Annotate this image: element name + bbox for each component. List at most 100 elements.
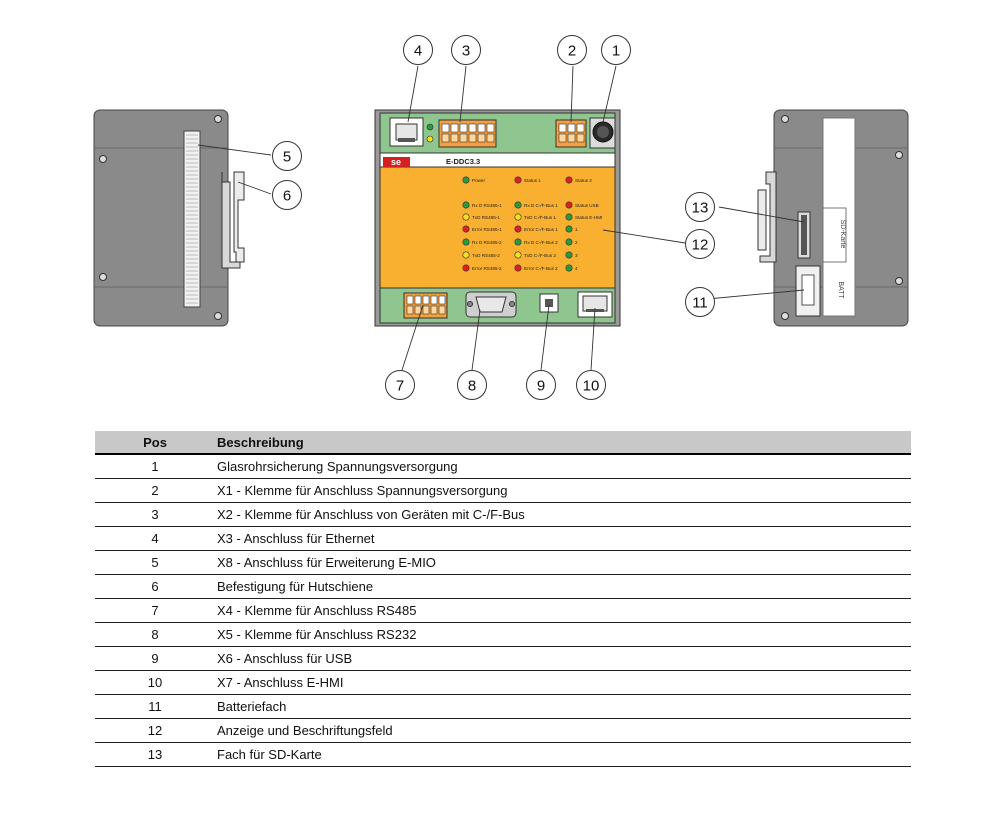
callout-number: 6	[283, 188, 291, 205]
led-indicator	[514, 251, 522, 259]
pos-cell: 2	[95, 478, 215, 503]
callout-circle-2	[557, 35, 587, 65]
led-indicator	[565, 238, 573, 246]
callout-circle-7	[385, 370, 415, 400]
led-indicator	[462, 201, 470, 209]
led-label: Rx D C-/F-Bus 2	[524, 240, 558, 245]
led-indicator	[514, 264, 522, 272]
led-label: 3	[575, 253, 578, 258]
description-cell: Anzeige und Beschriftungsfeld	[215, 718, 911, 743]
led-label: 4	[575, 266, 578, 271]
callout-circle-11	[685, 287, 715, 317]
led-indicator	[565, 251, 573, 259]
description-cell: X3 - Anschluss für Ethernet	[215, 526, 911, 551]
led-label: TxD RS485-2	[472, 253, 500, 258]
led-label: 1	[575, 227, 578, 232]
rs232-sub-d-connector	[465, 291, 517, 318]
rs485-terminal	[403, 292, 448, 319]
pos-cell: 6	[95, 574, 215, 599]
callout-number: 4	[414, 43, 422, 60]
description-cell: X4 - Klemme für Anschluss RS485	[215, 598, 911, 623]
led-label: 2	[575, 240, 578, 245]
led-label: Power	[472, 178, 485, 183]
callout-circle-4	[403, 35, 433, 65]
description-cell: X6 - Anschluss für USB	[215, 646, 911, 671]
callout-number: 2	[568, 43, 576, 60]
description-cell: X5 - Klemme für Anschluss RS232	[215, 622, 911, 647]
pos-cell: 3	[95, 502, 215, 527]
led-label: Status 2	[575, 178, 592, 183]
led-indicator	[462, 251, 470, 259]
led-indicator	[514, 225, 522, 233]
leader-lines	[197, 65, 805, 371]
pos-cell: 5	[95, 550, 215, 575]
pos-cell: 10	[95, 670, 215, 695]
led-label: Error C-/F-Bus 2	[524, 266, 558, 271]
description-cell: Befestigung für Hutschiene	[215, 574, 911, 599]
led-label: Status E-HMI	[575, 215, 602, 220]
pos-cell: 4	[95, 526, 215, 551]
led-indicator	[462, 213, 470, 221]
callout-circle-5	[272, 141, 302, 171]
description-cell: Glasrohrsicherung Spannungsversorgung	[215, 454, 911, 479]
callout-number: 12	[692, 237, 709, 254]
callout-circle-1	[601, 35, 631, 65]
left-side-view	[93, 109, 245, 327]
usb-port	[539, 293, 559, 313]
led-indicator	[514, 201, 522, 209]
description-cell: Fach für SD-Karte	[215, 742, 911, 767]
power-supply-terminal	[555, 119, 587, 148]
led-label: Error RS485-1	[472, 227, 502, 232]
callout-number: 10	[583, 378, 600, 395]
led-indicator	[462, 176, 470, 184]
callout-number: 11	[692, 295, 708, 312]
pos-cell: 9	[95, 646, 215, 671]
led-indicator	[514, 176, 522, 184]
model-label: E-DDC3.3	[446, 157, 480, 166]
battery-compartment	[795, 265, 821, 317]
sd-card-label: SD-Karte	[839, 220, 846, 249]
right-side-view: SD-Karte BATT	[757, 109, 909, 327]
din-rail-clip-right	[757, 171, 777, 263]
ethernet-port	[389, 117, 424, 147]
callout-circle-3	[451, 35, 481, 65]
led-indicator	[565, 225, 573, 233]
led-indicator	[462, 264, 470, 272]
pos-cell: 11	[95, 694, 215, 719]
callout-number: 7	[396, 378, 404, 395]
led-label: TxD C-/F-Bus 1	[524, 215, 556, 220]
led-indicator	[565, 201, 573, 209]
callout-number: 5	[283, 149, 291, 166]
description-cell: X8 - Anschluss für Erweiterung E-MIO	[215, 550, 911, 575]
sd-card-slot	[797, 211, 811, 259]
e-mio-expansion-connector	[183, 130, 201, 308]
pos-cell: 13	[95, 742, 215, 767]
led-indicator	[462, 225, 470, 233]
callout-number: 1	[612, 43, 620, 60]
led-indicator	[514, 238, 522, 246]
brand-logo: se	[383, 157, 410, 167]
callout-circle-9	[526, 370, 556, 400]
led-label: TxD C-/F-Bus 2	[524, 253, 556, 258]
callout-circle-12	[685, 229, 715, 259]
brand-logo-text: se	[391, 157, 401, 167]
led-label: Status USB	[575, 203, 599, 208]
header-pos: Pos	[95, 431, 215, 455]
table-header-row: Pos Beschreibung	[95, 431, 911, 455]
callout-number: 13	[692, 200, 709, 217]
glass-fuse	[589, 117, 616, 149]
led-indicator	[514, 213, 522, 221]
led-indicator	[565, 213, 573, 221]
pos-cell: 1	[95, 454, 215, 479]
led-label: TxD RS485-1	[472, 215, 500, 220]
